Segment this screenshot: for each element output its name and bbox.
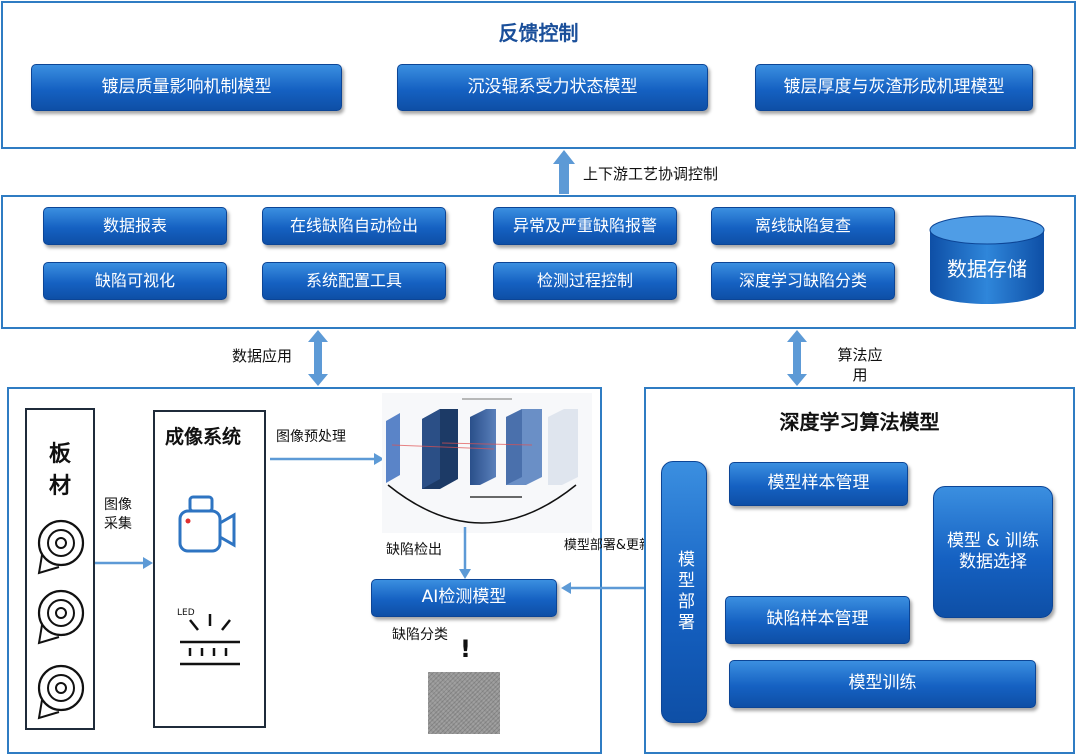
camera-icon — [178, 495, 236, 553]
sink-roll-force-model-button[interactable]: 沉没辊系受力状态模型 — [397, 64, 708, 111]
model-deploy-label: 模型部署 — [674, 550, 695, 634]
led-label: LED — [177, 608, 195, 618]
image-acquire-label: 图像采集 — [104, 497, 132, 532]
preprocess-arrow — [270, 453, 384, 465]
data-app-label: 数据应用 — [232, 347, 293, 365]
imaging-system-box — [153, 410, 266, 728]
dl-defect-classify-button[interactable]: 深度学习缺陷分类 — [711, 262, 895, 300]
led-light-icon — [180, 614, 240, 666]
defect-alarm-button[interactable]: 异常及严重缺陷报警 — [493, 207, 677, 245]
coil-icon — [37, 664, 85, 720]
defect-visualization-button[interactable]: 缺陷可视化 — [43, 262, 227, 300]
material-title: 板材 — [48, 442, 71, 499]
ai-detection-model-button[interactable]: AI检测模型 — [371, 579, 557, 617]
neural-network-illustration — [382, 393, 592, 533]
model-deploy-button[interactable]: 模型部署 — [661, 461, 707, 723]
detection-process-control-button[interactable]: 检测过程控制 — [493, 262, 677, 300]
model-sample-mgmt-button[interactable]: 模型样本管理 — [729, 462, 908, 506]
alert-exclamation: ! — [460, 635, 471, 663]
algo-app-double-arrow — [787, 330, 807, 386]
defect-classify-label: 缺陷分类 — [392, 627, 448, 643]
dl-model-title: 深度学习算法模型 — [779, 410, 940, 434]
data-storage-cylinder-icon — [929, 215, 1045, 304]
defect-sample-image — [428, 672, 500, 734]
feedback-control-title: 反馈控制 — [498, 21, 579, 45]
coil-icon — [37, 589, 85, 645]
material-box — [25, 408, 95, 730]
offline-review-button[interactable]: 离线缺陷复查 — [711, 207, 895, 245]
defect-sample-mgmt-button[interactable]: 缺陷样本管理 — [725, 596, 910, 644]
algo-app-label: 算法应用 — [837, 346, 883, 385]
model-data-select-label: 模型 & 训练数据选择 — [946, 530, 1040, 572]
online-defect-detect-button[interactable]: 在线缺陷自动检出 — [262, 207, 446, 245]
data-storage-label: 数据存储 — [947, 257, 1027, 281]
defect-detect-label: 缺陷检出 — [386, 542, 442, 558]
imaging-system-title: 成像系统 — [164, 426, 241, 448]
model-training-button[interactable]: 模型训练 — [729, 660, 1036, 708]
system-config-button[interactable]: 系统配置工具 — [262, 262, 446, 300]
data-report-button[interactable]: 数据报表 — [43, 207, 227, 245]
coil-icon — [37, 519, 85, 575]
acquire-arrow — [95, 557, 153, 569]
preprocess-label: 图像预处理 — [276, 429, 346, 445]
deploy-update-label: 模型部署&更新 — [563, 538, 653, 553]
coordination-label: 上下游工艺协调控制 — [583, 165, 719, 183]
coating-thickness-dross-model-button[interactable]: 镀层厚度与灰渣形成机理模型 — [755, 64, 1033, 111]
coordination-up-arrow — [553, 150, 575, 194]
coating-quality-model-button[interactable]: 镀层质量影响机制模型 — [31, 64, 342, 111]
data-app-double-arrow — [308, 330, 328, 386]
model-data-select-button[interactable]: 模型 & 训练数据选择 — [933, 486, 1053, 618]
detect-down-arrow — [459, 527, 471, 579]
